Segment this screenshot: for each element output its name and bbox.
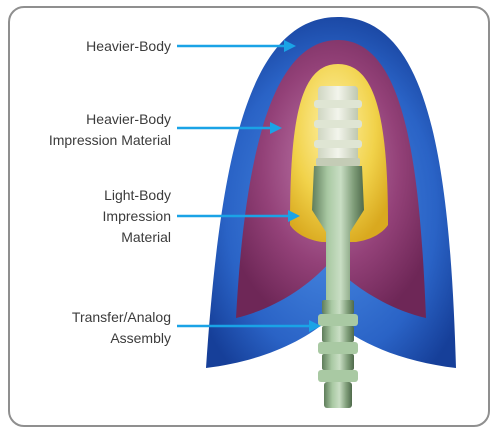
label-line: Heavier-Body (86, 36, 171, 57)
label-line: Assembly (72, 328, 171, 349)
label-transfer-analog-assembly: Transfer/Analog Assembly (72, 307, 171, 349)
label-heavier-body-impression-material: Heavier-Body Impression Material (49, 109, 171, 151)
label-line: Transfer/Analog (72, 307, 171, 328)
label-line: Impression Material (49, 130, 171, 151)
transfer-coping (314, 86, 362, 166)
label-line: Material (103, 227, 171, 248)
label-line: Impression (103, 206, 171, 227)
label-line: Light-Body (103, 185, 171, 206)
label-heavier-body: Heavier-Body (86, 36, 171, 57)
label-light-body-impression-material: Light-Body Impression Material (103, 185, 171, 248)
label-line: Heavier-Body (49, 109, 171, 130)
